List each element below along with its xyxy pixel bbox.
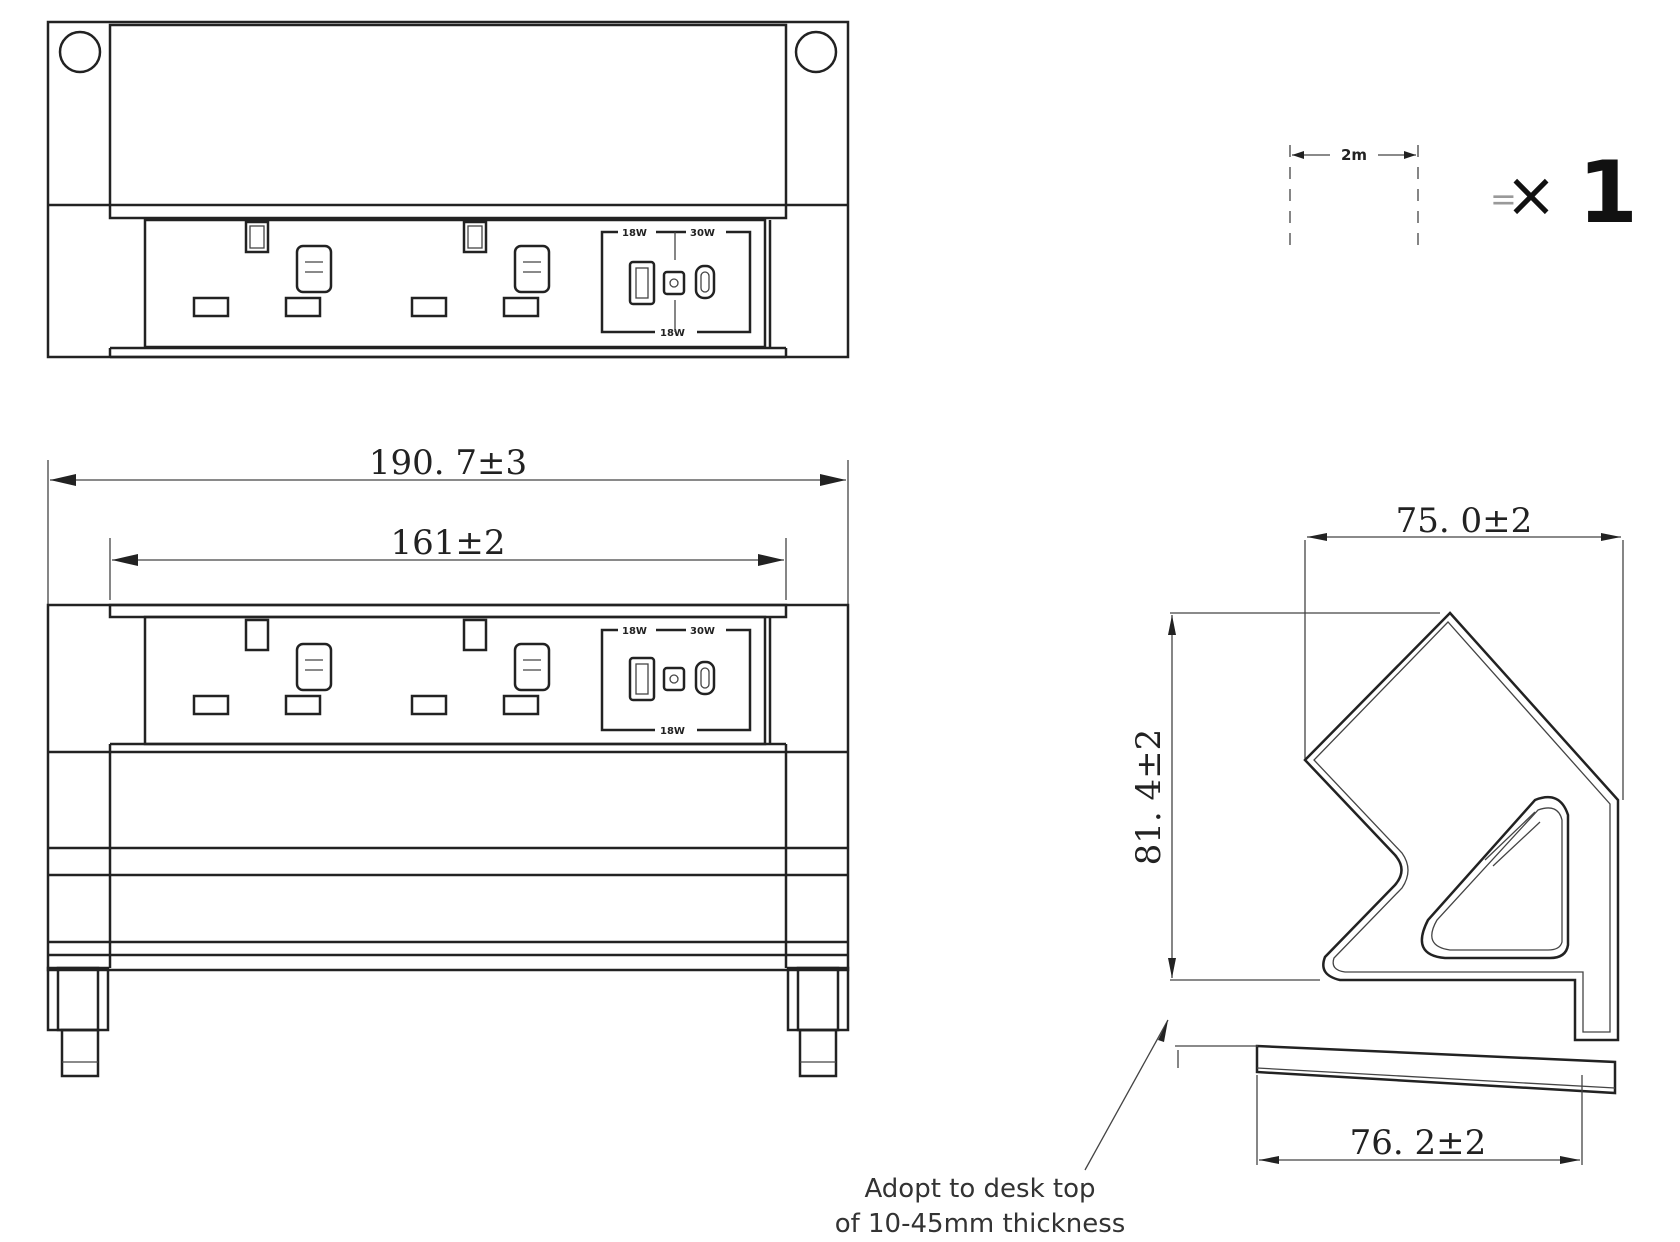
socket-icon — [192, 618, 333, 716]
mounting-hole-left — [58, 30, 102, 74]
usb-c-port-icon — [694, 264, 716, 300]
bottom-depth-dimension: 76. 2±2 — [1350, 1123, 1487, 1163]
usb-c-power-label: 30W — [690, 228, 715, 239]
bottom-power-label: 18W — [660, 726, 685, 737]
led-indicator-icon — [662, 270, 686, 296]
overall-width-dimension: 190. 7±3 — [369, 443, 527, 483]
note-line-1: Adopt to desk top — [864, 1174, 1095, 1204]
socket-icon — [410, 618, 551, 716]
note-line-2: of 10-45mm thickness — [835, 1209, 1126, 1239]
usb-a-power-label: 18W — [622, 626, 647, 637]
usb-module: 18W 30W 18W — [600, 624, 752, 737]
usb-module: 18W 30W 18W — [600, 226, 752, 339]
cable-quantity: 1 — [1578, 143, 1638, 243]
top-view: 18W 30W 18W — [46, 20, 850, 359]
multiply-sign: × — [1505, 158, 1557, 231]
usb-a-port-icon — [628, 260, 656, 306]
usb-a-power-label: 18W — [622, 228, 647, 239]
front-view: 190. 7±3 161±2 — [46, 443, 850, 1078]
cable-length-label: 2m — [1341, 146, 1367, 164]
bottom-power-label: 18W — [660, 328, 685, 339]
height-dimension: 81. 4±2 — [1129, 729, 1169, 866]
top-depth-dimension: 75. 0±2 — [1396, 501, 1533, 541]
clamp-foot-left — [46, 966, 110, 1078]
usb-c-port-icon — [694, 660, 716, 696]
usb-a-port-icon — [628, 656, 656, 702]
socket-icon — [410, 220, 551, 318]
cable-icon: 2m = × 1 — [1289, 143, 1638, 245]
installation-note: Adopt to desk top of 10-45mm thickness — [835, 1174, 1126, 1239]
socket-icon — [192, 220, 333, 318]
side-view: 75. 0±2 81. 4±2 76. 2±2 — [1084, 501, 1624, 1171]
inner-width-dimension: 161±2 — [390, 523, 505, 563]
clamp-foot-right — [786, 966, 850, 1078]
led-indicator-icon — [662, 666, 686, 692]
equals-sign: = — [1490, 180, 1517, 218]
mounting-hole-right — [794, 30, 838, 74]
usb-c-power-label: 30W — [690, 626, 715, 637]
